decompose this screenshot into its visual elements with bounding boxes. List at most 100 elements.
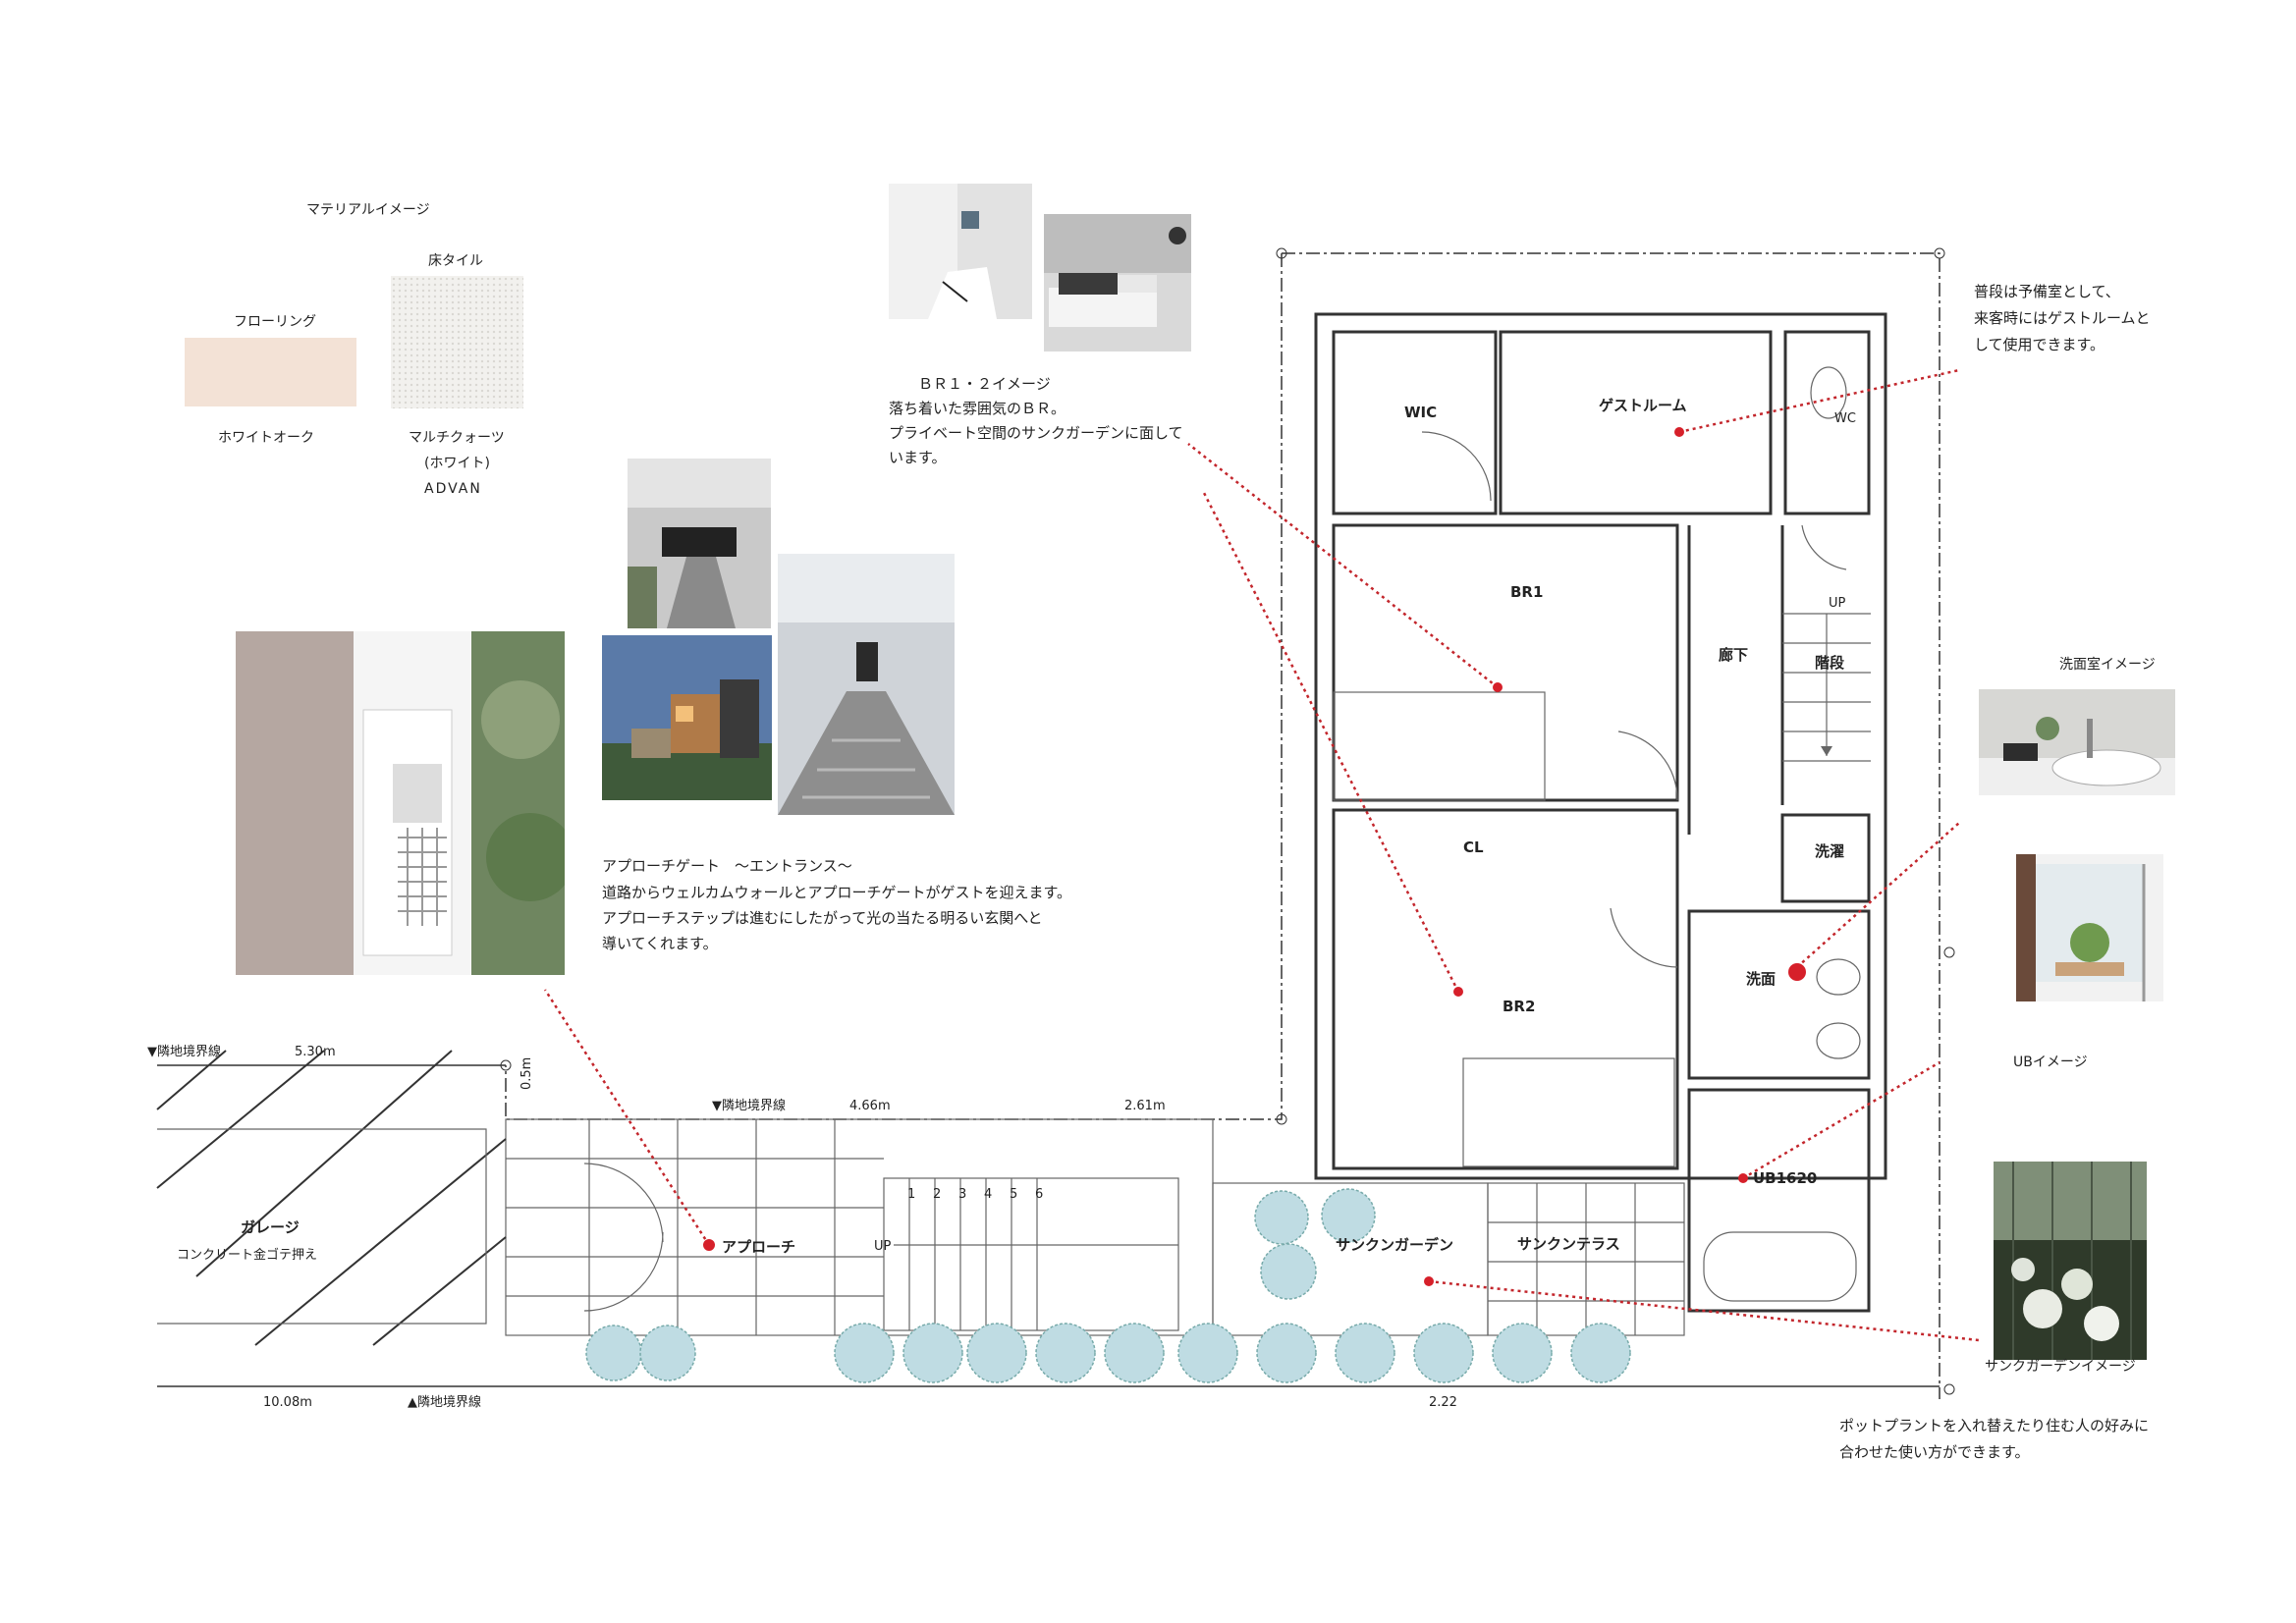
gate-door [583,1163,664,1312]
marker-wash [1788,963,1806,981]
approach-caption-line-3: アプローチステップは進むにしたがって光の当たる明るい玄関へと [602,909,1043,927]
step-number: 1 [907,1187,915,1202]
approach-steps [883,1177,1179,1331]
leader-lines [543,368,1980,1342]
br-caption-line-4: います。 [889,449,947,466]
br2-room [1332,808,1679,1170]
flooring-name: ホワイトオーク [218,430,314,446]
toilet [1810,366,1847,419]
sink [1816,958,1861,996]
label-laundry: 洗濯 [1815,842,1844,860]
label-br2: BR2 [1503,998,1535,1015]
wic-room [1332,330,1498,515]
door-swing [1610,907,1678,968]
neighbor-boundary-mid: ▼隣地境界線 [712,1098,786,1113]
approach-photo-3 [778,554,955,815]
boundary-marker [1276,247,1287,259]
approach-caption-line-4: 導いてくれます。 [602,935,718,952]
label-cl: CL [1463,839,1484,856]
label-hall: 廊下 [1719,646,1748,664]
marker-ub [1738,1173,1748,1183]
approach-caption-title: アプローチゲート ～エントランス～ [602,857,852,875]
marker-sunken-garden [1424,1276,1434,1286]
ub-room [1687,1088,1871,1313]
wc-room [1783,330,1871,515]
tree-row [585,1188,1631,1383]
building-outline [1314,312,1887,1180]
step-number: 2 [933,1187,941,1202]
label-wc: WC [1834,411,1856,426]
tile-brand: ADVAN [424,481,482,497]
step-lines [908,1178,1038,1330]
label-approach: アプローチ [722,1238,795,1256]
dimension-530: 5.30m [295,1045,336,1059]
hall-wall [1687,525,1784,835]
br-caption-line-3: プライベート空間のサンクガーデンに面して [889,424,1183,442]
label-guest-room: ゲストルーム [1599,397,1687,414]
tile-color: (ホワイト) [424,456,490,471]
step-number: 5 [1010,1187,1017,1202]
approach-caption-line-2: 道路からウェルカムウォールとアプローチゲートがゲストを迎えます。 [602,884,1072,901]
flooring-swatch [185,338,356,406]
boundary-marker [1276,1113,1287,1125]
pot-note-line-2: 合わせた使い方ができます。 [1839,1443,2030,1461]
stairs [1782,613,1871,762]
pot-note-line-1: ポットプラントを入れ替えたり住む人の好みに [1839,1417,2150,1434]
tile-name: マルチクォーツ [409,430,505,446]
guest-note-line-2: 来客時にはゲストルームと [1974,309,2151,327]
door-swing [1421,431,1492,502]
marker-approach [703,1239,715,1251]
approach-grid [506,1119,884,1335]
br-caption-title: ＢＲ１・２イメージ [918,375,1051,393]
step-numbers: 1 2 3 4 5 6 [907,1187,1043,1202]
marker-br1 [1493,682,1503,692]
label-wic: WIC [1404,404,1437,421]
dimension-bottom-right: 2.22 [1429,1395,1457,1410]
guest-room [1499,330,1773,515]
label-stairs: 階段 [1815,654,1844,672]
approach-photo-2 [602,635,772,800]
dimension-261: 2.61m [1124,1099,1166,1113]
tile-label: 床タイル [428,253,483,269]
marker-guest-room [1674,427,1684,437]
sunken-garden-image-label: サンクガーデンイメージ [1985,1359,2136,1375]
bathtub [1703,1231,1857,1302]
washroom-photo [1979,689,2175,795]
bed-br2 [1462,1057,1675,1167]
washroom-image-label: 洗面室イメージ [2059,657,2156,673]
sunken-garden-photo [1994,1162,2147,1360]
approach-area [505,1118,1214,1336]
boundary-marker [1934,247,1945,259]
step-number: 6 [1035,1187,1043,1202]
boundary-marker [1943,1383,1955,1395]
step-number: 3 [958,1187,966,1202]
entrance-gate-photo [236,631,565,975]
label-up: UP [1829,596,1846,611]
boundary-marker [1943,947,1955,958]
material-heading: マテリアルイメージ [306,202,430,218]
wash-room [1687,909,1871,1080]
terrace-grid [1488,1183,1684,1335]
label-garage-finish: コンクリート金ゴテ押え [177,1247,317,1263]
bed-br1 [1333,691,1546,801]
dimension-466: 4.66m [849,1099,891,1113]
marker-br2 [1453,987,1463,997]
approach-photo-1 [628,459,771,628]
bedroom-photo-2 [1044,214,1191,352]
unit-bath-image-label: UBイメージ [2013,1055,2088,1070]
dimension-05: 0.5m [519,1057,534,1090]
unit-bath-photo [2016,854,2163,1001]
label-sunken-terrace: サンクンテラス [1517,1235,1620,1253]
br-caption-line-2: 落ち着いた雰囲気のＢＲ。 [889,400,1066,417]
flooring-label: フローリング [234,314,316,330]
door-swing [1617,730,1678,801]
label-br1: BR1 [1510,583,1543,601]
label-garage: ガレージ [241,1218,300,1236]
bedroom-photo-1 [889,184,1032,319]
br1-room [1332,523,1679,802]
garage-hatch [156,1050,507,1346]
neighbor-boundary-top: ▼隣地境界線 [147,1044,221,1059]
label-ub: UB1620 [1753,1169,1817,1187]
garage-outline [157,1128,487,1325]
